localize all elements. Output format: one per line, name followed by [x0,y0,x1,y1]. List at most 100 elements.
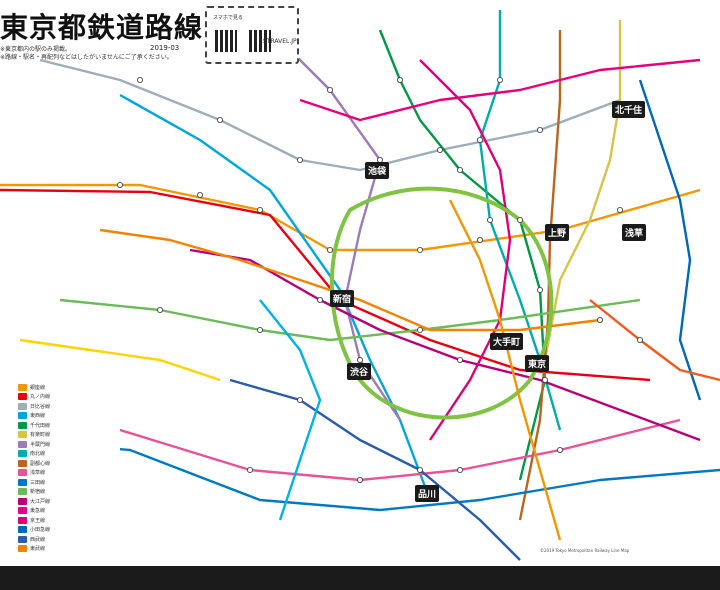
station-dot[interactable] [456,466,463,473]
hub-station-tokyo[interactable]: 東京 [525,355,550,372]
station-dot[interactable] [456,166,463,173]
legend-item: 小田急線 [18,526,50,534]
legend-label: 三田線 [30,479,46,486]
qr-code-panel[interactable]: スマホで見る [205,6,299,64]
hub-station-asakusa[interactable]: 浅草 [622,224,647,241]
station-dot[interactable] [296,396,303,403]
station-dot[interactable] [156,306,163,313]
station-dot[interactable] [617,206,624,213]
route-line [543,20,622,361]
legend-item: 東急線 [18,507,45,515]
legend-label: 東武線 [30,546,46,552]
route-line [0,183,701,252]
route-line [119,93,432,501]
station-dot[interactable] [557,446,564,453]
legend-swatch-icon [18,545,27,552]
station-dot[interactable] [246,466,253,473]
route-line [299,58,701,122]
hub-station-shinagawa[interactable]: 品川 [415,485,440,502]
station-dot[interactable] [326,246,333,253]
station-dot[interactable] [136,77,143,84]
station-dot[interactable] [416,326,423,333]
legend-swatch-icon [18,488,27,495]
legend-swatch-icon [18,478,27,486]
legend-label: 銀座線 [30,384,46,391]
station-dot[interactable] [196,191,203,198]
route-line [518,30,562,521]
route-line [19,338,221,382]
legend-item: 半蔵門線 [18,440,50,448]
legend-item: 大江戸線 [18,497,50,505]
station-dot[interactable] [416,246,423,253]
legend-item: 丸ノ内線 [18,393,50,401]
legend-item: 西武線 [18,535,45,543]
station-dot[interactable] [517,216,524,223]
hub-station-ikebukuro[interactable]: 池袋 [365,162,390,179]
legend-label: 丸ノ内線 [30,394,51,400]
station-dot[interactable] [296,156,303,163]
map-subnote: ※東京都内の駅のみ掲載。 [0,46,72,53]
qr-code-icon [249,30,271,52]
copyright-note: ©2019 Tokyo Metropolitan Railway Line Ma… [540,548,630,553]
legend-label: 東急線 [30,508,46,514]
station-dot[interactable] [436,146,443,153]
station-dot[interactable] [476,136,483,143]
station-dot[interactable] [486,216,493,223]
station-dot[interactable] [476,236,483,243]
station-dot[interactable] [256,206,263,213]
legend-label: 大江戸線 [30,498,51,505]
route-line [448,199,562,541]
hub-station-ueno[interactable]: 上野 [545,224,570,241]
station-dot[interactable] [356,356,363,363]
legend-item: 千代田線 [18,421,50,429]
route-line [189,248,701,442]
station-dot[interactable] [117,181,124,188]
brand-label: STRAVEL.JP [263,38,297,45]
hub-station-shinjuku[interactable]: 新宿 [330,290,355,307]
qr-caption: スマホで見る [213,15,243,21]
legend-item: 副都心線 [18,459,50,467]
station-dot[interactable] [326,87,333,94]
station-dot[interactable] [216,117,223,124]
route-line [0,438,720,512]
station-dot[interactable] [542,376,549,383]
station-dot[interactable] [416,466,423,473]
legend-swatch-icon [18,450,27,457]
railway-map: 東京都鉄道路線図 ※東京都内の駅のみ掲載。 ※路線・駅名・再配列などはしたがいま… [0,6,720,561]
legend-swatch-icon [18,497,27,505]
legend-label: 有楽町線 [30,432,51,438]
edition-date: 2019-03 [150,44,180,52]
legend-label: 浅草線 [30,470,46,476]
station-dot[interactable] [537,127,544,134]
station-dot[interactable] [637,336,644,343]
station-dot[interactable] [496,77,503,84]
hub-station-otemachi[interactable]: 大手町 [490,333,524,350]
station-dot[interactable] [456,356,463,363]
legend-swatch-icon [18,412,27,419]
legend-label: 小田急線 [30,527,51,533]
legend-swatch-icon [18,516,27,524]
route-line [589,299,720,382]
title-block: 東京都鉄道路線図 ※東京都内の駅のみ掲載。 ※路線・駅名・再配列などはしたがいま… [0,6,231,62]
legend-label: 京王線 [30,517,46,524]
hub-station-kitasenju[interactable]: 北千住 [612,101,646,118]
station-dot[interactable] [396,77,403,84]
legend-item: 東武線 [18,545,45,553]
route-line [259,299,322,521]
legend-swatch-icon [18,402,27,410]
legend-swatch-icon [18,431,27,438]
route-line [329,186,554,420]
legend-item: 三田線 [18,478,45,486]
station-dot[interactable] [537,286,544,293]
legend-swatch-icon [18,535,27,543]
station-dot[interactable] [316,296,323,303]
legend-item: 京王線 [18,516,45,524]
legend-item: 日比谷線 [18,402,50,410]
station-dot[interactable] [256,326,263,333]
legend-swatch-icon [18,393,27,400]
station-dot[interactable] [356,476,363,483]
legend-label: 副都心線 [30,460,51,467]
hub-station-shibuya[interactable]: 渋谷 [347,363,372,380]
map-title: 東京都鉄道路線図 [0,11,233,44]
station-dot[interactable] [597,316,604,323]
